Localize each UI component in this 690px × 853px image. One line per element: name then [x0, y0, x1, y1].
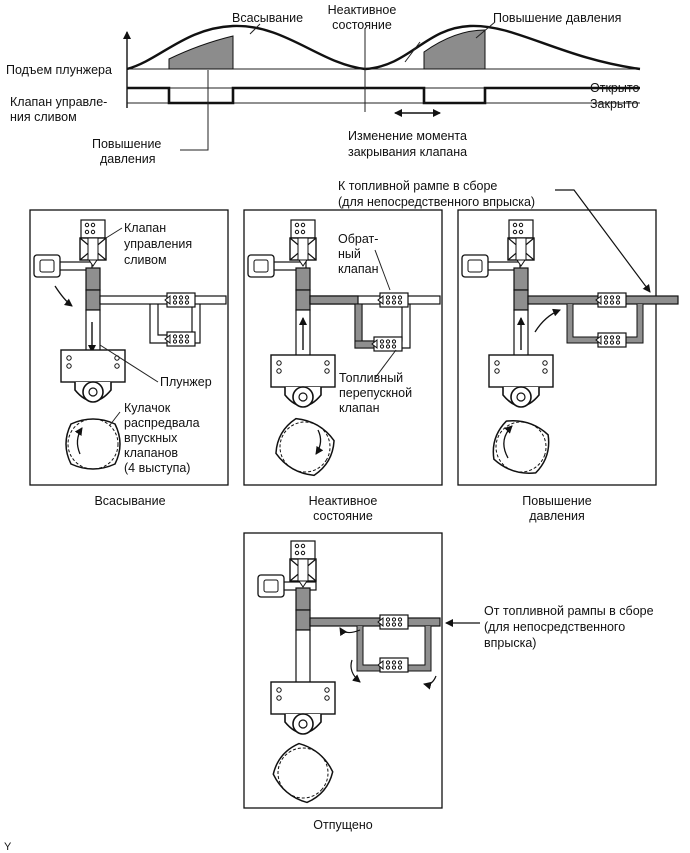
check-valve: [377, 292, 409, 308]
cam-label-3: впускных: [124, 431, 178, 445]
cam-label-1: Кулачок: [124, 401, 171, 415]
phase-pressure-label: Повышение давления: [493, 11, 621, 25]
panel-intake-caption: Всасывание: [94, 494, 165, 508]
panel-pressure-caption-2: давления: [529, 509, 585, 523]
spill-valve-idle: [289, 219, 317, 267]
timing-change-label-2: закрывания клапана: [348, 145, 467, 159]
check-valve-label-3: клапан: [338, 262, 379, 276]
cam-label-5: (4 выступа): [124, 461, 190, 475]
panel-idle: Обрат- ный клапан Топливный перепускной …: [243, 209, 443, 523]
check-valve-label-1: Обрат-: [338, 232, 378, 246]
timing-chart: Всасывание Неактивное состояние Повышени…: [6, 3, 641, 166]
corner-mark: Y: [4, 841, 12, 853]
relief-valve-label-2: перепускной: [339, 386, 412, 400]
state-open-label: Открыто: [590, 81, 639, 95]
phase-idle-label-2: состояние: [332, 18, 392, 32]
from-rail-label-2: (для непосредственного: [484, 620, 625, 634]
panel-pressure-caption-1: Повышение: [522, 494, 591, 508]
spill-valve-label-3: сливом: [124, 253, 167, 267]
pressure-left-label-2: давления: [100, 152, 156, 166]
panel-pressure: К топливной рампе в сборе (для непосредс…: [338, 179, 679, 523]
valve-state-line: [127, 86, 640, 105]
spill-valve: [79, 219, 107, 267]
timing-change-label-1: Изменение момента: [348, 129, 467, 143]
spill-valve-label-1: Клапан: [124, 221, 166, 235]
state-closed-label: Закрыто: [590, 97, 638, 111]
to-rail-label-1: К топливной рампе в сборе: [338, 179, 497, 193]
relief-valve-label-1: Топливный: [339, 371, 403, 385]
plunger-label: Плунжер: [160, 375, 212, 389]
from-rail-label-3: впрыска): [484, 636, 536, 650]
row-plunger-lift-label: Подъем плунжера: [6, 63, 112, 77]
check-valve-label-2: ный: [338, 247, 361, 261]
row-valve-label-1: Клапан управле-: [10, 95, 107, 109]
to-rail-label-2: (для непосредственного впрыска): [338, 195, 535, 209]
relief-valve-label-3: клапан: [339, 401, 380, 415]
panel-intake: Клапан управления сливом Плунжер Кулачок…: [29, 209, 229, 508]
pressure-region-right: [423, 29, 486, 70]
cam-label-4: клапанов: [124, 446, 178, 460]
from-rail-label-1: От топливной рампы в сборе: [484, 604, 654, 618]
pressure-region-left: [168, 35, 234, 70]
cam-label-2: распредвала: [124, 416, 200, 430]
panel-released: От топливной рампы в сборе (для непосред…: [243, 532, 654, 832]
pressure-left-label-1: Повышение: [92, 137, 161, 151]
phase-intake-label: Всасывание: [232, 11, 303, 25]
relief-valve: [371, 336, 403, 352]
panel-idle-caption-2: состояние: [313, 509, 373, 523]
spill-valve-label-2: управления: [124, 237, 192, 251]
panel-idle-caption-1: Неактивное: [309, 494, 378, 508]
pressure-left-leader: [180, 70, 209, 151]
row-valve-label-2: ния сливом: [10, 110, 77, 124]
panel-released-caption: Отпущено: [313, 818, 372, 832]
phase-idle-label-1: Неактивное: [328, 3, 397, 17]
